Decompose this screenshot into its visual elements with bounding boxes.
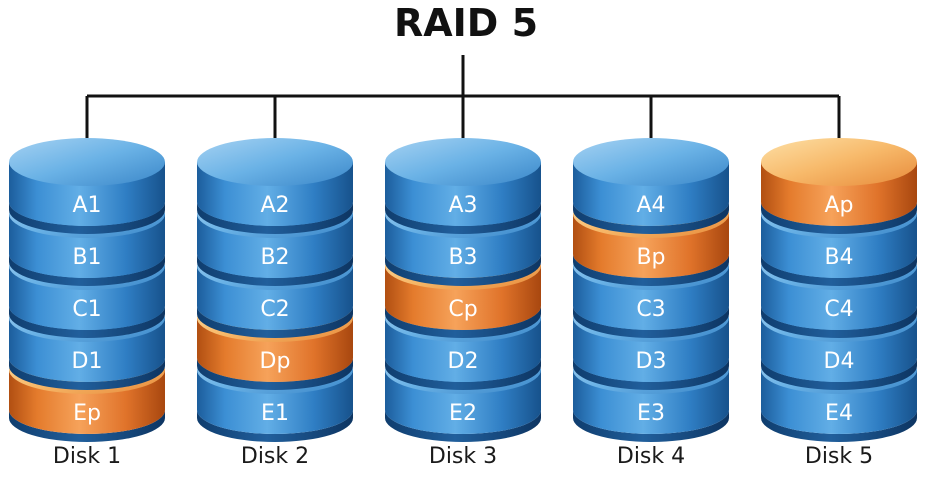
platter-gap xyxy=(573,202,729,234)
block-label: D4 xyxy=(824,349,855,374)
block-label: C3 xyxy=(636,297,665,322)
connector-tree xyxy=(85,55,841,158)
block-label: E1 xyxy=(261,401,289,426)
block-label: D2 xyxy=(448,349,479,374)
platter-gap xyxy=(197,254,353,286)
block-label: Ep xyxy=(73,401,101,426)
platter-gap xyxy=(573,254,729,286)
platter-top xyxy=(385,138,541,186)
platter-top xyxy=(197,138,353,186)
platter-gap xyxy=(385,254,541,286)
platter-gap xyxy=(197,358,353,390)
block-label: B4 xyxy=(824,245,853,270)
platter-gap xyxy=(197,410,353,442)
platter-gap xyxy=(761,202,917,234)
platter-gap xyxy=(9,254,165,286)
platter-gap xyxy=(573,358,729,390)
block-label: A3 xyxy=(448,193,477,218)
block-label: D1 xyxy=(72,349,103,374)
platter-gap xyxy=(385,306,541,338)
platter-gap xyxy=(573,410,729,442)
platter-gap xyxy=(9,306,165,338)
platter-top xyxy=(573,138,729,186)
disk-label: Disk 5 xyxy=(805,444,873,469)
block-label: B2 xyxy=(260,245,289,270)
data-block: A1 xyxy=(9,138,165,234)
block-label: E3 xyxy=(637,401,665,426)
block-label: C1 xyxy=(72,297,101,322)
block-label: C4 xyxy=(824,297,853,322)
block-label: E4 xyxy=(825,401,853,426)
platter-gap xyxy=(9,410,165,442)
block-label: Dp xyxy=(260,349,291,374)
connector-drops xyxy=(85,96,841,158)
disk-label: Disk 1 xyxy=(53,444,121,469)
block-label: B1 xyxy=(72,245,101,270)
block-label: A1 xyxy=(72,193,101,218)
block-label: E2 xyxy=(449,401,477,426)
platter-gap xyxy=(197,306,353,338)
platter-gap xyxy=(761,358,917,390)
block-label: A2 xyxy=(260,193,289,218)
block-label: C2 xyxy=(260,297,289,322)
data-block: A2 xyxy=(197,138,353,234)
disk-label: Disk 2 xyxy=(241,444,309,469)
platter-top xyxy=(761,138,917,186)
block-label: A4 xyxy=(636,193,665,218)
platter-gap xyxy=(9,358,165,390)
platter-gap xyxy=(385,202,541,234)
block-label: B3 xyxy=(448,245,477,270)
block-label: Bp xyxy=(636,245,665,270)
data-block: A3 xyxy=(385,138,541,234)
parity-block: Ap xyxy=(761,138,917,234)
platter-gap xyxy=(761,254,917,286)
platter-gap xyxy=(385,410,541,442)
platter-gap xyxy=(197,202,353,234)
platter-gap xyxy=(573,306,729,338)
platter-gap xyxy=(761,306,917,338)
platter-gap xyxy=(9,202,165,234)
block-label: Cp xyxy=(448,297,477,322)
data-block: A4 xyxy=(573,138,729,234)
diagram-title: RAID 5 xyxy=(394,1,538,45)
platter-gap xyxy=(761,410,917,442)
platter-top xyxy=(9,138,165,186)
block-label: Ap xyxy=(824,193,853,218)
block-label: D3 xyxy=(636,349,667,374)
disk-label: Disk 4 xyxy=(617,444,685,469)
disk-label: Disk 3 xyxy=(429,444,497,469)
platter-gap xyxy=(385,358,541,390)
